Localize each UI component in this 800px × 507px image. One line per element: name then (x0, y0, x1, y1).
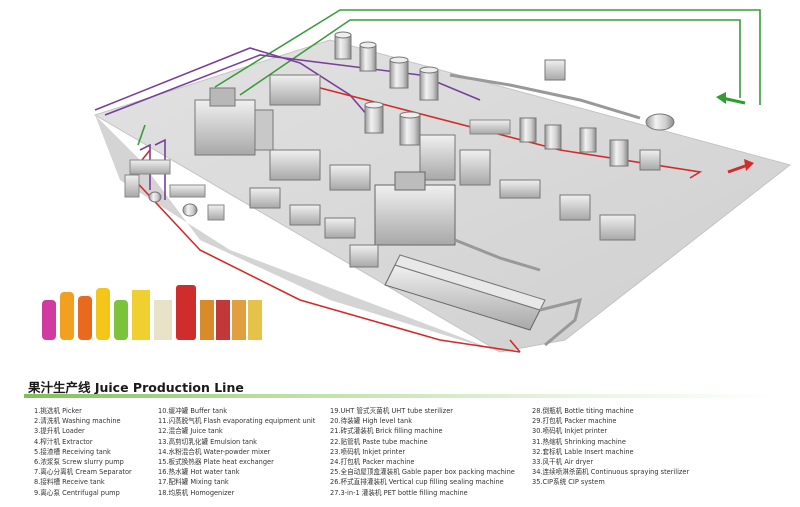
legend-item: 17.配料罐 Mixing tank (158, 478, 229, 487)
legend-item: 8.接料槽 Receive tank (34, 478, 105, 487)
legend-item: 27.3-in-1 灌装机 PET bottle filling machine (330, 488, 468, 497)
legend-item: 32.套标机 Lable Insert machine (532, 447, 634, 456)
legend-item: 7.离心分离机 Cream Separator (34, 468, 132, 477)
title-underline (24, 394, 776, 398)
legend-item: 29.打包机 Packer machine (532, 417, 617, 426)
arrow-left-icon (716, 92, 746, 105)
filling-area (249, 134, 636, 272)
legend-item: 26.杯式直排灌装机 Vertical cup filling sealing … (330, 478, 504, 487)
legend-item: 4.榨汁机 Extractor (34, 437, 93, 446)
legend-item: 21.砖式灌装机 Brick filling machine (330, 427, 443, 436)
conveyor-top (449, 59, 661, 171)
legend-item: 19.UHT 管式灭菌机 UHT tube sterilizer (330, 407, 453, 415)
legend-item: 1.挑选机 Picker (34, 407, 82, 415)
legend-item: 22.贴管机 Paste tube machine (330, 437, 428, 446)
legend-item: 35.CIP系统 CIP system (532, 478, 605, 487)
legend-item: 25.全自动屋顶盒灌装机 Gable paper box packing mac… (330, 468, 515, 477)
product-display (42, 285, 262, 340)
legend-item: 6.浓浆泵 Screw slurry pump (34, 457, 124, 466)
legend-item: 9.离心泵 Centrifugal pump (34, 488, 120, 497)
legend-column-4: 28.倒瓶机 Bottle titing machine 29.打包机 Pack… (532, 406, 689, 488)
arrow-right-icon (727, 159, 754, 174)
tank-group-top (269, 31, 439, 106)
legend-item: 14.水粉混合机 Water-powder mixer (158, 447, 271, 456)
legend-item: 34.连续喷淋杀菌机 Continuous spraying sterilize… (532, 468, 690, 477)
legend-item: 2.清洗机 Washing machine (34, 417, 121, 426)
legend-item: 16.热水罐 Hot water tank (158, 468, 240, 477)
tank-group-mid (364, 101, 675, 167)
legend-item: 31.热缩机 Shrinking machine (532, 437, 626, 446)
legend-item: 33.风干机 Air dryer (532, 457, 594, 466)
legend-item: 24.打包机 Packer machine (330, 457, 415, 466)
green-pipe-network (137, 9, 761, 146)
legend-item: 30.喷码机 Inkjet printer (532, 427, 608, 436)
legend-column-3: 19.UHT 管式灭菌机 UHT tube sterilizer 20.待装罐 … (330, 406, 515, 498)
legend-item: 11.闪蒸脱气机 Flash evaporating equipment uni… (158, 417, 316, 426)
legend-item: 18.均质机 Homogenizer (158, 488, 235, 497)
legend-column-2: 10.缓冲罐 Buffer tank 11.闪蒸脱气机 Flash evapor… (158, 406, 315, 498)
legend-item: 10.缓冲罐 Buffer tank (158, 407, 228, 415)
legend-item: 3.提升机 Loader (34, 427, 85, 436)
production-line-diagram (42, 9, 792, 353)
page-title: 果汁生产线 Juice Production Line (28, 380, 244, 395)
washing-line (124, 159, 225, 221)
evaporator-unit (194, 87, 274, 156)
legend-item: 13.高剪切乳化罐 Emulsion tank (158, 437, 257, 446)
legend-column-1: 1.挑选机 Picker 2.清洗机 Washing machine 3.提升机… (34, 406, 132, 498)
legend-item: 28.倒瓶机 Bottle titing machine (532, 407, 634, 415)
purple-pipe-network (94, 47, 481, 200)
tunnel-sterilizer (384, 254, 583, 347)
legend-item: 20.待装罐 High level tank (330, 417, 413, 426)
legend-item: 12.混合罐 Juice tank (158, 427, 223, 436)
legend-item: 15.板式换热器 Plate heat exchanger (158, 457, 274, 466)
legend-item: 23.喷码机 Inkjet printer (330, 447, 406, 456)
legend-item: 5.接渣槽 Receiving tank (34, 447, 111, 456)
